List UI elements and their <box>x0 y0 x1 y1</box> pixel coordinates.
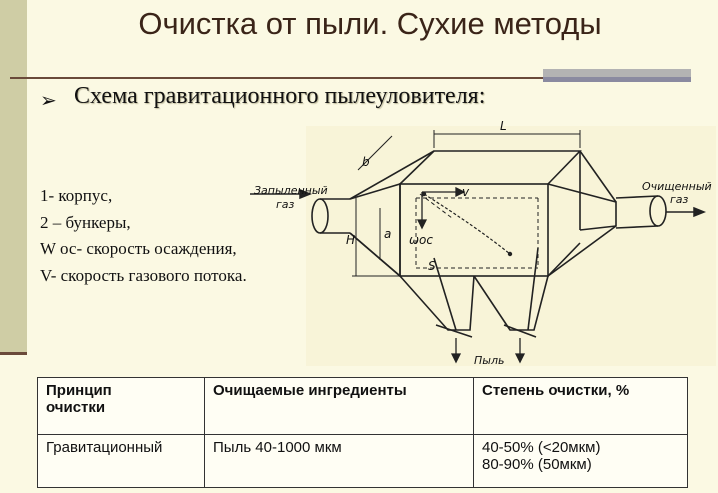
velocity-w-label: ωос <box>409 233 433 247</box>
diagram-legend: 1- корпус, 2 – бункеры, W ос- скорость о… <box>40 183 247 289</box>
table-header-row: Принцип очистки Очищаемые ингредиенты Ст… <box>37 377 688 435</box>
outlet-label-line2: газ <box>670 193 689 206</box>
dimension-height-label: H <box>346 233 355 247</box>
legend-item: 1- корпус, <box>40 186 113 205</box>
hopper-right <box>473 275 549 331</box>
outlet-label-line1: Очищенный <box>642 180 712 193</box>
legend-item: 2 – бункеры, <box>40 212 131 232</box>
outlet-pipe-mouth <box>649 195 667 227</box>
dimension-length-label: L <box>500 119 507 133</box>
diagram-background <box>306 126 716 366</box>
table-cell: 40-50% (<20мкм) 80-90% (50мкм) <box>473 434 688 488</box>
particle-end <box>507 251 513 257</box>
dimension-width-label: b <box>362 155 370 169</box>
title-rule <box>10 77 543 79</box>
table-header-cell: Принцип очистки <box>37 377 205 435</box>
left-decor-bar-cap <box>0 352 27 355</box>
hopper-left <box>399 275 475 331</box>
dimension-a-label: a <box>384 227 391 241</box>
distance-s-label: S <box>428 259 436 273</box>
table-cell: Гравитационный <box>37 434 205 488</box>
properties-table: Принцип очистки Очищаемые ингредиенты Ст… <box>37 377 688 488</box>
slide-title: Очистка от пыли. Сухие методы <box>138 6 602 41</box>
bullet-arrow-icon: ➢ <box>40 88 57 112</box>
legend-item: V- скорость газового потока. <box>40 265 247 285</box>
bullet-text: Схема гравитационного пылеуловителя: <box>74 83 486 109</box>
title-rule-accent-shadow <box>543 77 691 82</box>
legend-item: W ос- скорость осаждения, <box>40 239 237 258</box>
table-header-cell: Степень очистки, % <box>473 377 688 435</box>
velocity-v-label: v <box>462 185 470 199</box>
inlet-label-line2: газ <box>276 198 295 211</box>
dust-label: Пыль <box>474 354 504 367</box>
table-header-cell: Очищаемые ингредиенты <box>204 377 474 435</box>
outlet-cone <box>547 183 617 277</box>
inlet-label-line1: Запыленный <box>254 184 328 197</box>
particle-start <box>421 191 427 197</box>
left-decor-bar <box>0 0 27 354</box>
table-cell: Пыль 40-1000 мкм <box>204 434 474 488</box>
dust-collector-diagram: Запыленный газ Очищенный газ Пыль L b H … <box>250 119 716 367</box>
table-row: Гравитационный Пыль 40-1000 мкм 40-50% (… <box>37 434 688 488</box>
title-rule-accent <box>543 69 691 77</box>
